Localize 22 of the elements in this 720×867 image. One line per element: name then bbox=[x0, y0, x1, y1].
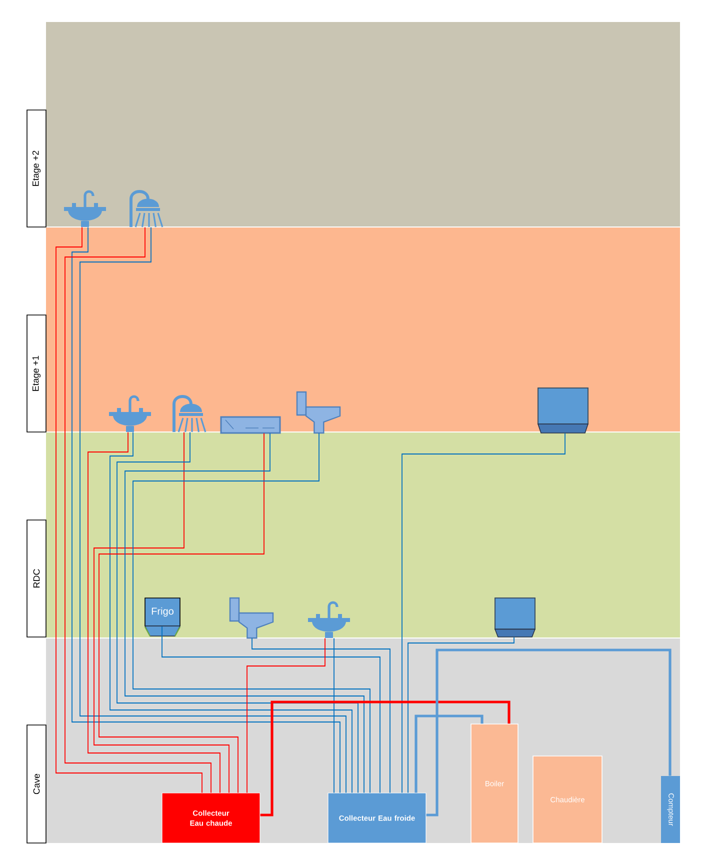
toilet-icon bbox=[229, 597, 274, 639]
shower-icon bbox=[130, 190, 164, 228]
pipe bbox=[162, 626, 380, 794]
floor-label: RDC bbox=[26, 520, 46, 638]
floor-label: Etage +1 bbox=[26, 314, 46, 432]
floor-label: Cave bbox=[26, 724, 46, 844]
pipe bbox=[414, 714, 484, 793]
pipe bbox=[252, 638, 390, 794]
fridge: Frigo bbox=[144, 598, 181, 637]
pipe bbox=[246, 638, 326, 794]
floor-label: Etage +2 bbox=[26, 110, 46, 228]
sink-icon bbox=[109, 395, 151, 432]
bathtub-icon bbox=[220, 416, 281, 434]
pipe bbox=[98, 432, 264, 794]
pipe bbox=[426, 648, 672, 816]
pipe bbox=[260, 700, 510, 816]
pipe bbox=[408, 636, 514, 794]
shower-icon bbox=[172, 395, 206, 432]
sink-icon bbox=[308, 601, 350, 638]
toilet-icon bbox=[296, 391, 341, 434]
sink-icon bbox=[64, 190, 106, 227]
pipe bbox=[402, 432, 566, 794]
